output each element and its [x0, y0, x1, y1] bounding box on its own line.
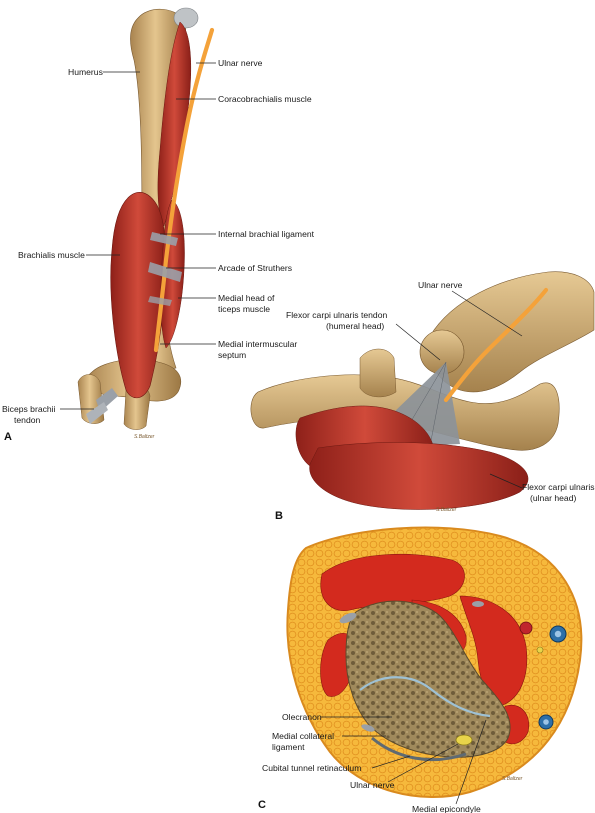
label-mcl-line2: ligament — [272, 742, 305, 752]
label-intermuscular-line2: septum — [218, 350, 246, 360]
label-fcu-ulnar-line1: Flexor carpi ulnaris — [522, 482, 595, 492]
label-biceps-line2: tendon — [14, 415, 41, 425]
label-brachialis: Brachialis muscle — [18, 250, 85, 260]
panel-c-illustration — [286, 526, 583, 798]
signature-c: S.Baltzer — [502, 776, 523, 782]
panel-letter-a: A — [4, 431, 12, 443]
label-internal-brachial-ligament: Internal brachial ligament — [218, 229, 315, 239]
panel-b-labels: Ulnar nerve Flexor carpi ulnaris tendon … — [275, 280, 595, 522]
panel-a-labels: Humerus Ulnar nerve Coracobrachialis mus… — [2, 58, 315, 443]
signature-b: S.Baltzer — [436, 507, 457, 513]
panel-b-illustration — [250, 271, 595, 510]
label-medial-head-line1: Medial head of — [218, 293, 275, 303]
panel-letter-b: B — [275, 510, 283, 522]
panel-c-labels: Olecranon Medial collateral ligament Cub… — [258, 712, 523, 813]
label-mcl-line1: Medial collateral — [272, 731, 334, 741]
label-intermuscular-line1: Medial intermuscular — [218, 339, 297, 349]
label-fcu-tendon-line1: Flexor carpi ulnaris tendon — [286, 310, 387, 320]
label-fcu-ulnar-line2: (ulnar head) — [530, 493, 576, 503]
panel-a-illustration — [77, 7, 215, 430]
label-medial-head-line2: ticeps muscle — [218, 304, 270, 314]
label-retinaculum: Cubital tunnel retinaculum — [262, 763, 361, 773]
label-ulnar-nerve-b: Ulnar nerve — [418, 280, 463, 290]
label-humerus: Humerus — [68, 67, 103, 77]
label-olecranon: Olecranon — [282, 712, 322, 722]
label-fcu-tendon-line2: (humeral head) — [326, 321, 384, 331]
label-coracobrachialis: Coracobrachialis muscle — [218, 94, 312, 104]
signature-a: S.Baltzer — [134, 434, 155, 440]
label-ulnar-nerve-c: Ulnar nerve — [350, 780, 395, 790]
label-arcade-of-struthers: Arcade of Struthers — [218, 263, 292, 273]
label-ulnar-nerve-a: Ulnar nerve — [218, 58, 263, 68]
label-medial-epicondyle: Medial epicondyle — [412, 804, 481, 813]
panel-letter-c: C — [258, 799, 266, 811]
label-biceps-line1: Biceps brachii — [2, 404, 56, 414]
